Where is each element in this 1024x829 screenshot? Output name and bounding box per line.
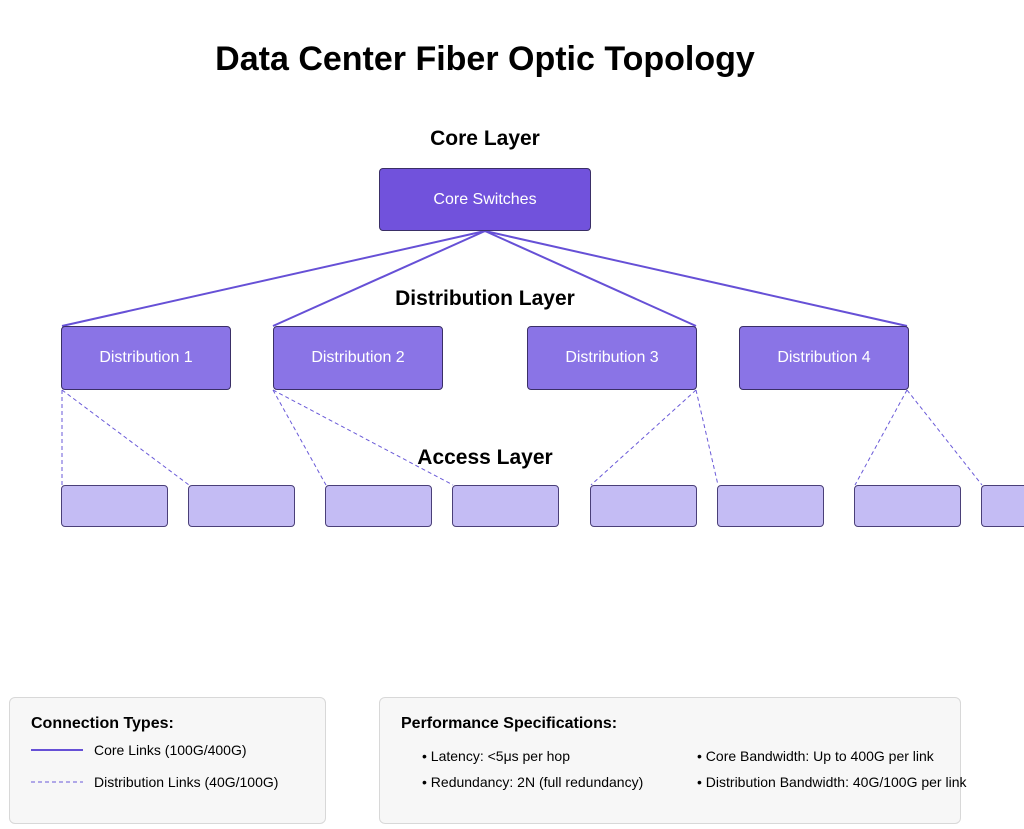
distribution-link-1b <box>61 389 190 486</box>
distribution-node-2: Distribution 2 <box>273 326 443 390</box>
legend-title: Connection Types: <box>31 715 174 732</box>
spec-core-bandwidth: • Core Bandwidth: Up to 400G per link <box>697 748 934 764</box>
specs-panel: Performance Specifications: • Latency: <… <box>379 697 967 824</box>
access-node-1 <box>61 485 168 527</box>
distribution-link-3b <box>695 389 719 486</box>
core-switches-node: Core Switches <box>379 168 591 231</box>
distribution-link-4b <box>906 389 983 486</box>
distribution-node-3: Distribution 3 <box>527 326 697 390</box>
core-link-3 <box>484 230 697 327</box>
access-node-4 <box>452 485 559 527</box>
legend-panel: Connection Types: Core Links (100G/400G)… <box>9 697 326 824</box>
distribution-layer-label: Distribution Layer <box>395 287 575 310</box>
access-node-2 <box>188 485 295 527</box>
distribution-link-4a <box>854 389 908 486</box>
legend-swatches <box>31 749 83 783</box>
page-title: Data Center Fiber Optic Topology <box>215 40 755 78</box>
specs-title: Performance Specifications: <box>401 715 618 732</box>
distribution-node-4: Distribution 4 <box>739 326 909 390</box>
access-node-5 <box>590 485 697 527</box>
core-link-1 <box>61 230 486 327</box>
distribution-link-3a <box>590 389 697 486</box>
distribution-node-1: Distribution 1 <box>61 326 231 390</box>
access-node-8 <box>981 485 1024 527</box>
spec-distribution-bandwidth: • Distribution Bandwidth: 40G/100G per l… <box>697 774 967 790</box>
legend-distribution-links: Distribution Links (40G/100G) <box>94 774 279 790</box>
access-node-3 <box>325 485 432 527</box>
distribution-link-2b <box>272 389 454 486</box>
access-layer-label: Access Layer <box>417 446 553 469</box>
core-link-4 <box>484 230 908 327</box>
spec-redundancy: • Redundancy: 2N (full redundancy) <box>422 774 644 790</box>
spec-latency: • Latency: <5μs per hop <box>422 748 571 764</box>
access-node-7 <box>854 485 961 527</box>
core-layer-label: Core Layer <box>430 127 540 150</box>
legend-core-links: Core Links (100G/400G) <box>94 742 247 758</box>
core-link-2 <box>272 230 486 327</box>
access-node-6 <box>717 485 824 527</box>
